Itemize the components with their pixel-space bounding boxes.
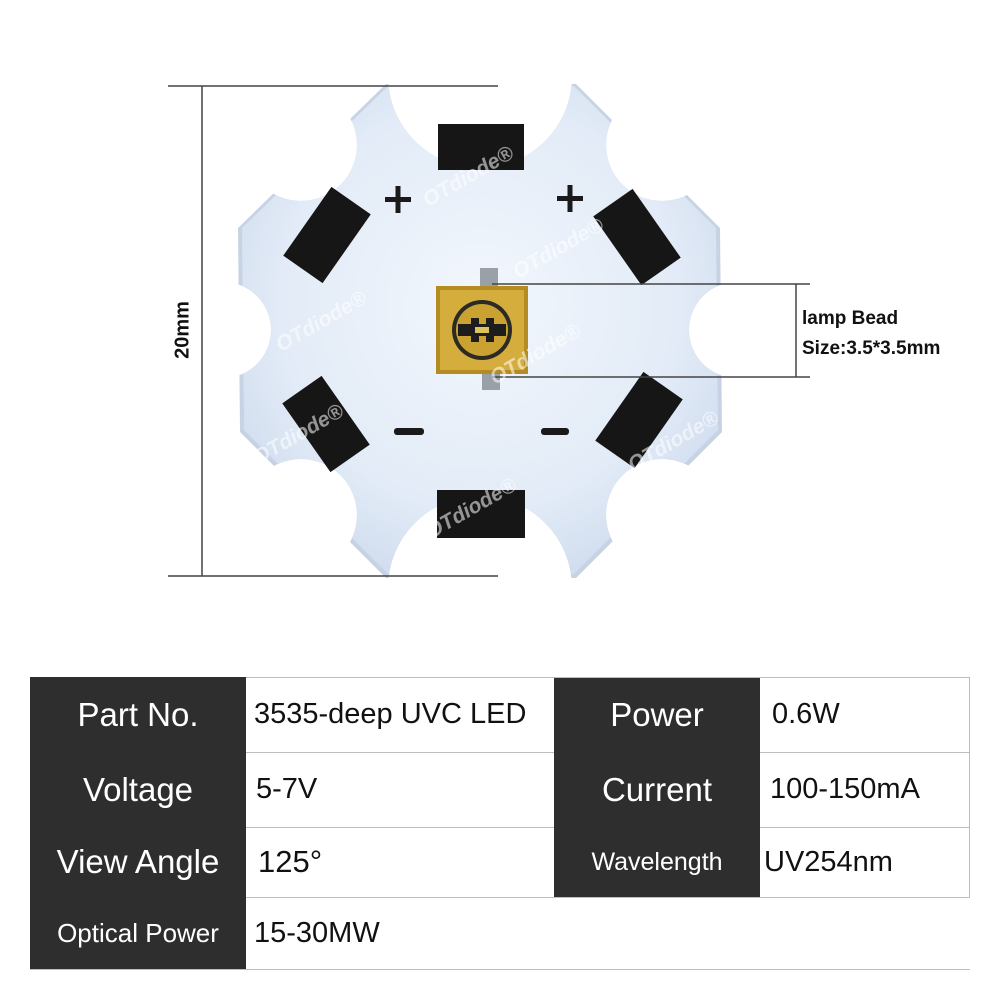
table-grid-line [246, 897, 554, 898]
lamp-bead [436, 268, 528, 390]
spec-header-view-angle: View Angle [30, 827, 246, 897]
table-grid-line [246, 677, 970, 678]
spec-header-power: Power [554, 677, 760, 752]
bead-label-size: Size:3.5*3.5mm [802, 338, 941, 359]
pad-lower-left [282, 375, 370, 473]
product-diagram: OTdiode® OTdiode® OTdiode® OTdiode® OTdi… [168, 84, 941, 578]
pad-upper-left [283, 186, 371, 284]
spec-value-part-no: 3535-deep UVC LED [246, 677, 554, 752]
spec-table: Part No. 3535-deep UVC LED Power 0.6W Vo… [30, 677, 970, 970]
pad-top [438, 124, 524, 170]
pad-bottom [437, 490, 525, 538]
spec-value-optical-power: 15-30MW [246, 897, 554, 970]
table-grid-line [30, 969, 970, 970]
spec-value-voltage: 5-7V [246, 752, 554, 827]
dimension-label: 20mm [171, 301, 194, 359]
table-grid-line [246, 752, 554, 753]
minus-mark-left [394, 428, 424, 435]
table-grid-line [554, 897, 970, 898]
plus-mark-right [557, 185, 583, 212]
spec-value-view-angle: 125° [246, 827, 554, 897]
spec-header-part-no: Part No. [30, 677, 246, 752]
spec-value-current: 100-150mA [760, 752, 970, 827]
spec-value-power: 0.6W [760, 677, 970, 752]
spec-header-wavelength: Wavelength [554, 827, 760, 897]
spec-header-optical-power: Optical Power [30, 897, 246, 970]
table-grid-line [969, 677, 970, 897]
table-grid-line [760, 827, 970, 828]
led-board-drawing [168, 84, 810, 578]
minus-mark-right [541, 428, 569, 435]
spec-value-wavelength: UV254nm [760, 827, 970, 897]
dimension-lines-right [492, 283, 810, 378]
pad-lower-right [595, 371, 683, 469]
table-grid-line [246, 827, 554, 828]
dimension-lines-left [168, 85, 498, 577]
plus-mark-left [385, 186, 411, 213]
bead-label-title: lamp Bead [802, 308, 899, 329]
table-grid-line [760, 752, 970, 753]
spec-header-voltage: Voltage [30, 752, 246, 827]
spec-header-current: Current [554, 752, 760, 827]
pad-upper-right [593, 188, 681, 286]
